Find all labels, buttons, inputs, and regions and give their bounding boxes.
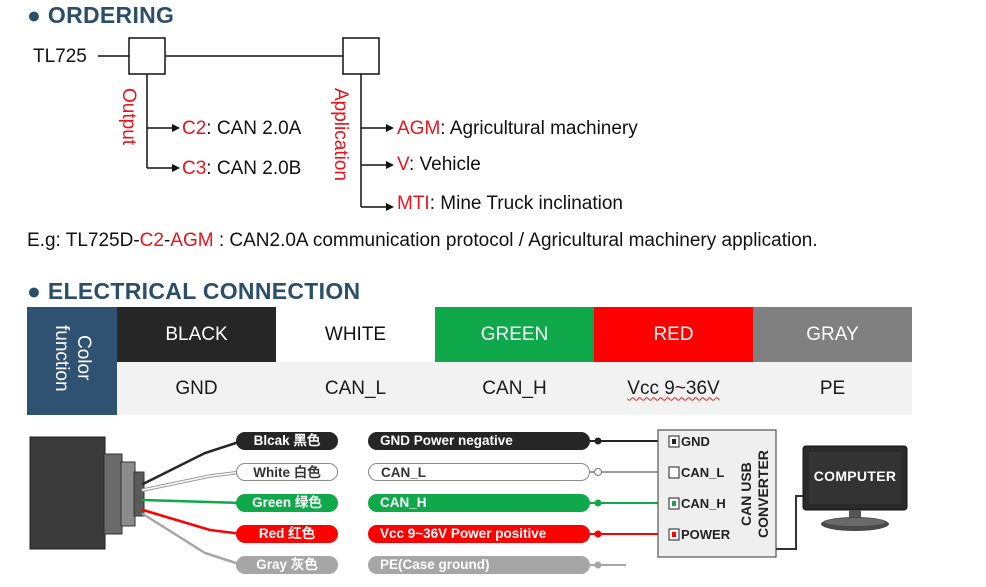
computer-label: COMPUTER [813,468,897,484]
converter-label: CAN USB CONVERTER [738,450,771,538]
example-dash: - [163,230,171,251]
wire-tag-red: Red 红色 [236,525,338,543]
function-cell-pe: PE [753,362,912,415]
function-cell-can-h: CAN_H [435,362,594,415]
example-output-code: C2 [139,230,164,251]
output-desc: : CAN 2.0B [206,158,302,179]
electrical-heading: ● ELECTRICAL CONNECTION [27,278,361,304]
application-code: AGM [397,118,441,139]
color-cell-gray: GRAY [753,307,912,362]
color-cell-black: BLACK [117,307,276,362]
color-cell-red: RED [594,307,753,362]
pin-label-can-l: CAN_L [681,465,725,480]
output-desc: : CAN 2.0A [206,118,302,139]
ordering-tree [98,37,394,211]
connection-table: Color function BLACK WHITE GREEN RED GRA… [27,307,912,415]
sensor-device [29,436,145,550]
pin-label-power: POWER [681,527,731,542]
example-suffix: : CAN2.0A communication protocol / Agric… [213,230,818,251]
application-code: V [397,154,409,175]
example-application-code: AGM [170,230,214,251]
color-cell-white: WHITE [276,307,435,362]
wire-desc-red: Vcc 9~36V Power positive [368,525,590,543]
application-desc: : Vehicle [408,154,481,175]
application-code: MTI [397,193,430,214]
output-option-c2: C2: CAN 2.0A [182,118,301,140]
application-label: Application [330,88,351,181]
output-option-c3: C3: CAN 2.0B [182,158,301,180]
application-option-agm: AGM: Agricultural machinery [397,118,638,140]
wire-tag-green: Green 绿色 [236,494,338,512]
wire-desc-white: CAN_L [368,463,590,481]
output-code: C2 [182,118,207,139]
function-cell-vcc: Vcc 9~36V [594,362,753,415]
example-prefix: E.g: TL725D- [27,230,140,251]
can-usb-converter [657,429,777,558]
application-desc: : Agricultural machinery [440,118,638,139]
application-desc: : Mine Truck inclination [429,193,623,214]
computer-monitor [802,445,908,531]
wire-desc-black: GND Power negative [368,432,590,450]
function-cell-can-l: CAN_L [276,362,435,415]
ordering-heading: ● ORDERING [27,2,175,28]
color-function-label: Color function [51,324,94,392]
wire-tag-black: Blcak 黑色 [236,432,338,450]
table-header-cell: Color function [27,307,117,415]
pin-label-gnd: GND [681,434,710,449]
wire-desc-gray: PE(Case ground) [368,556,590,574]
output-code: C3 [182,158,207,179]
function-cell-gnd: GND [117,362,276,415]
wire-tag-white: White 白色 [236,463,338,481]
ordering-example: E.g: TL725D-C2-AGM : CAN2.0A communicati… [27,230,818,252]
model-code: TL725 [33,46,87,67]
wire-desc-green: CAN_H [368,494,590,512]
pin-label-can-h: CAN_H [681,496,726,511]
color-cell-green: GREEN [435,307,594,362]
wire-tag-gray: Gray 灰色 [236,556,338,574]
application-option-v: V: Vehicle [397,154,481,176]
vcc-text: Vcc 9~36V [627,377,720,399]
output-label: Output [118,88,139,146]
application-option-mti: MTI: Mine Truck inclination [397,193,623,215]
